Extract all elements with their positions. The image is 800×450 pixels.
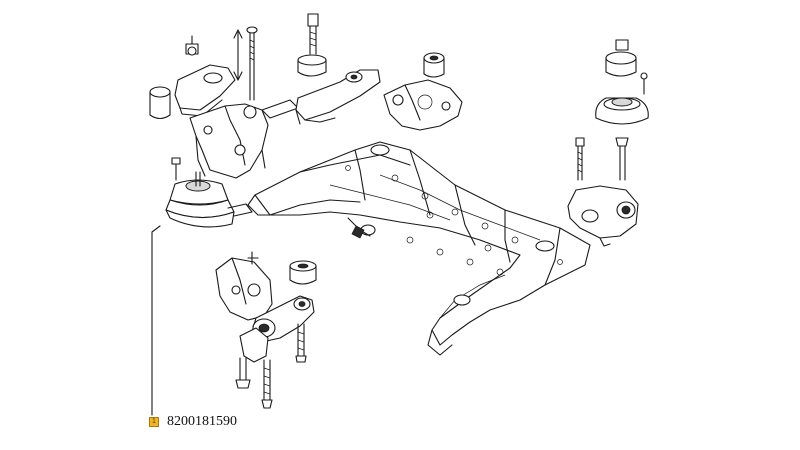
torque-rod-upper bbox=[295, 13, 381, 125]
upper-left-bracket bbox=[189, 99, 299, 179]
part-callout: 1 8200181590 bbox=[149, 414, 237, 430]
callout-marker[interactable]: 1 bbox=[149, 417, 159, 427]
top-right-cage-bracket bbox=[383, 52, 463, 131]
engine-mount-main bbox=[151, 157, 253, 416]
lower-left-gearbox-bracket bbox=[215, 251, 273, 321]
upper-left-mount-pad bbox=[149, 35, 236, 120]
long-bolt-with-arrow bbox=[233, 26, 258, 101]
right-lower-mount bbox=[567, 137, 639, 247]
lower-small-bracket bbox=[235, 217, 371, 409]
right-upper-mount bbox=[595, 39, 649, 125]
part-number[interactable]: 8200181590 bbox=[167, 414, 237, 429]
